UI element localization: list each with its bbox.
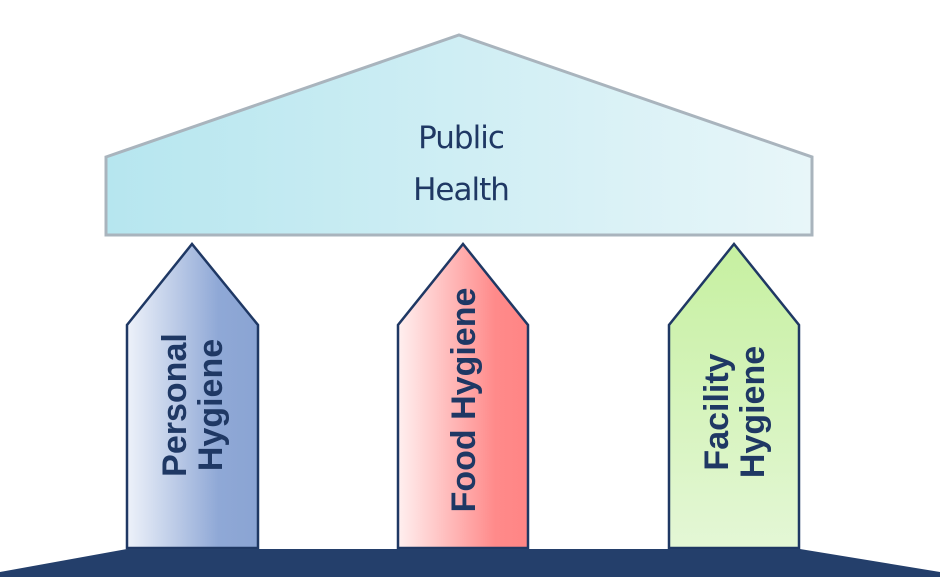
pillar-label-line1: Personal [156,333,194,477]
foundation-base [0,549,940,577]
pillar-label-line1: Facility [698,353,736,470]
roof-label-line1: Public [418,120,504,156]
pillar-label-line1: Food Hygiene [445,288,483,513]
roof: Public Health [104,33,814,237]
pillar-label-line2: Hygiene [192,339,230,471]
roof-label-line2: Health [413,172,509,208]
pillar-label-line2: Hygiene [734,346,772,478]
pillar-food-hygiene: Food Hygiene [396,242,530,550]
pillar-facility-hygiene: Facility Hygiene [667,242,801,550]
pillar-personal-hygiene: Personal Hygiene [125,242,260,550]
